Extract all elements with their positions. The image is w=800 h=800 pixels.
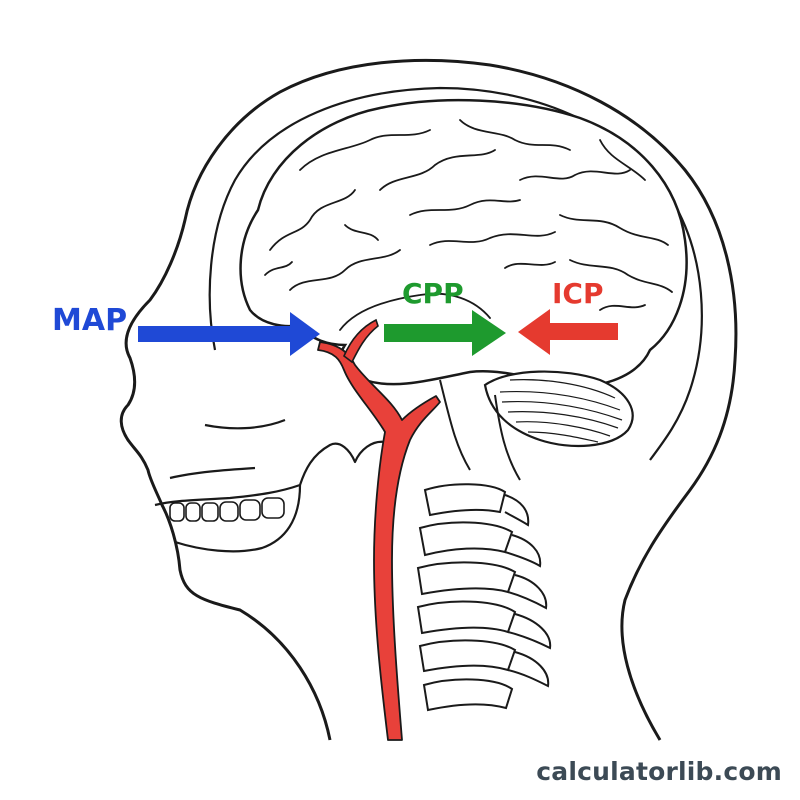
cpp-label: CPP (402, 277, 464, 310)
map-label: MAP (52, 303, 127, 338)
brain-gyri (264, 119, 673, 331)
cervical-spine (416, 483, 517, 712)
spinous-processes (504, 494, 552, 688)
cerebellum-folia (499, 379, 623, 443)
carotid-artery (317, 341, 441, 741)
icp-label: ICP (552, 277, 604, 310)
watermark-text: calculatorlib.com (536, 757, 782, 786)
brainstem (439, 379, 521, 481)
map-arrow (138, 312, 320, 356)
skull-outline (208, 86, 703, 461)
teeth (169, 497, 285, 522)
icp-arrow (518, 309, 618, 355)
cpp-arrow (384, 310, 506, 356)
jaw (154, 418, 395, 553)
head-outline (119, 58, 738, 741)
artery-branch (343, 318, 379, 364)
